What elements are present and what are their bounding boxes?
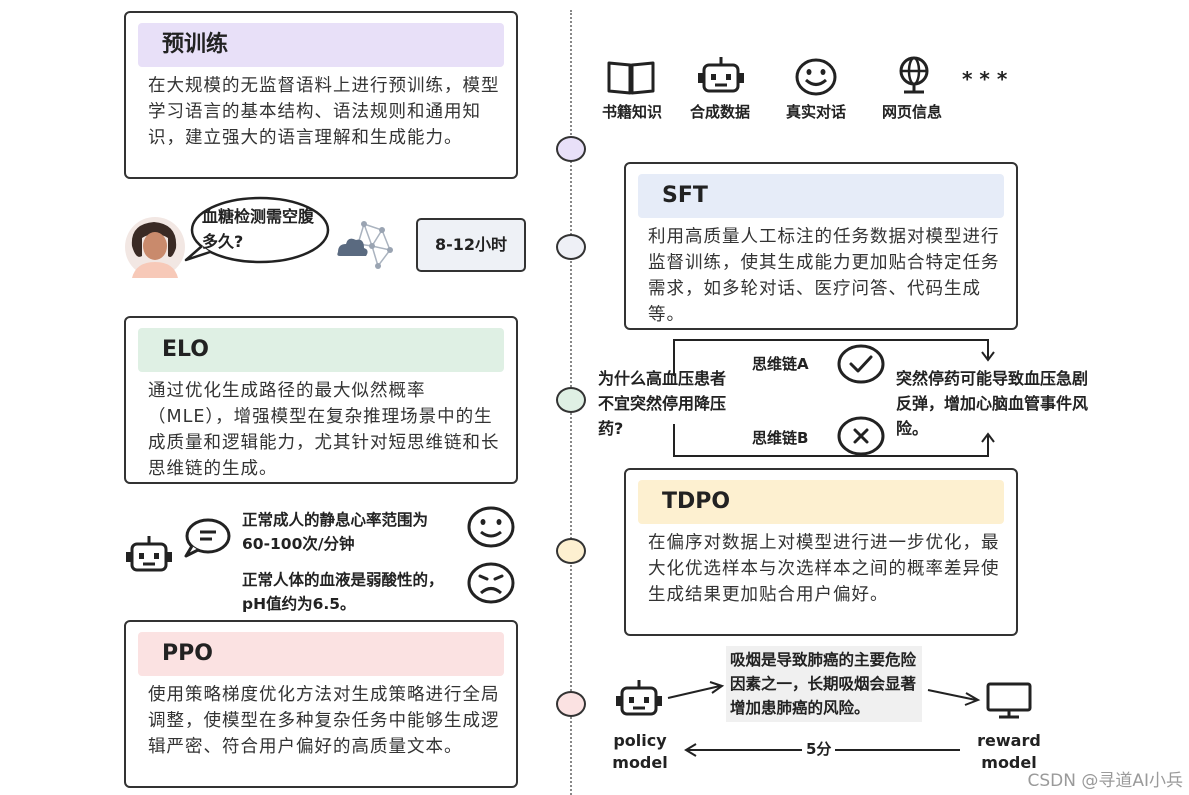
timeline-dot-elo [556, 387, 586, 413]
source-label-book: 书籍知识 [601, 103, 662, 121]
elo-title: ELO [138, 328, 504, 372]
more-sources: * * * [962, 67, 1008, 91]
watermark: CSDN @寻道AI小兵 [1027, 771, 1183, 791]
sft-question: 血糖检测需空腹多久? [202, 207, 315, 251]
ppo-text: 使用策略梯度优化方法对生成策略进行全局调整，使模型在多种复杂任务中能够生成逻辑严… [148, 685, 500, 757]
monitor-icon [986, 682, 1032, 719]
sft-text: 利用高质量人工标注的任务数据对模型进行监督训练，使其生成能力更加贴合特定任务需求… [648, 227, 1000, 325]
source-label-web: 网页信息 [881, 103, 942, 121]
elo-card: ELO 通过优化生成路径的最大似然概率（MLE），增强模型在复杂推理场景中的生成… [124, 316, 518, 484]
sft-answer-box: 8-12小时 [416, 218, 526, 272]
elo-chain-b: 思维链B [752, 429, 809, 447]
pretrain-card: 预训练 在大规模的无监督语料上进行预训练，模型学习语言的基本结构、语法规则和通用… [124, 11, 518, 179]
ppo-title: PPO [138, 632, 504, 676]
reward-model-label: reward model [977, 731, 1041, 772]
timeline-dot-sft [556, 234, 586, 260]
robot-icon [698, 57, 744, 93]
ppo-output: 吸烟是导致肺癌的主要危险因素之一，长期吸烟会显著增加患肺癌的风险。 [726, 646, 922, 722]
tdpo-title: TDPO [638, 480, 1004, 524]
elo-answer: 突然停药可能导致血压急剧反弹，增加心脑血管事件风险。 [896, 369, 1089, 438]
timeline-dot-pretrain [556, 136, 586, 162]
source-label-dialogue: 真实对话 [785, 103, 846, 121]
sft-example: 血糖检测需空腹多久? [120, 190, 540, 290]
elo-chain-a: 思维链A [752, 355, 809, 373]
sad-face-icon [467, 562, 515, 604]
data-sources: * * * 书籍知识 合成数据 真实对话 网页信息 [590, 55, 1050, 125]
pretrain-text: 在大规模的无监督语料上进行预训练，模型学习语言的基本结构、语法规则和通用知识，建… [148, 76, 500, 148]
elo-text: 通过优化生成路径的最大似然概率（MLE），增强模型在复杂推理场景中的生成质量和逻… [148, 381, 500, 479]
elo-question: 为什么高血压患者不宜突然停用降压药? [598, 369, 727, 438]
tdpo-card: TDPO 在偏序对数据上对模型进行进一步优化，最大化优选样本与次选样本之间的概率… [624, 468, 1018, 636]
robot-icon [126, 536, 172, 572]
sft-card: SFT 利用高质量人工标注的任务数据对模型进行监督训练，使其生成能力更加贴合特定… [624, 162, 1018, 330]
smiley-icon [795, 58, 837, 96]
tdpo-bad-sample: 正常人体的血液是弱酸性的，pH值约为6.5。 [242, 571, 444, 613]
sft-title: SFT [638, 174, 1004, 218]
policy-model-label: policy model [612, 731, 668, 772]
sft-answer: 8-12小时 [434, 235, 508, 254]
robot-icon [616, 680, 662, 716]
book-icon [607, 61, 655, 95]
check-icon [837, 344, 885, 384]
tdpo-text: 在偏序对数据上对模型进行进一步优化，最大化优选样本与次选样本之间的概率差异使生成… [648, 533, 1000, 605]
source-label-synthetic: 合成数据 [689, 103, 750, 121]
chat-bubble-icon [184, 518, 231, 558]
happy-face-icon [467, 506, 515, 548]
pretrain-title: 预训练 [138, 23, 504, 67]
tdpo-good-sample: 正常成人的静息心率范围为60-100次/分钟 [242, 511, 429, 553]
globe-icon [899, 56, 929, 94]
timeline-dot-tdpo [556, 538, 586, 564]
cloud-network-icon [337, 221, 393, 269]
timeline-dot-ppo [556, 691, 586, 717]
avatar [125, 217, 185, 278]
cross-icon [837, 416, 885, 456]
elo-chain-arrows [673, 339, 995, 457]
reward-score: 5分 [802, 738, 836, 759]
ppo-card: PPO 使用策略梯度优化方法对生成策略进行全局调整，使模型在多种复杂任务中能够生… [124, 620, 518, 788]
speech-bubble-icon [184, 196, 330, 264]
